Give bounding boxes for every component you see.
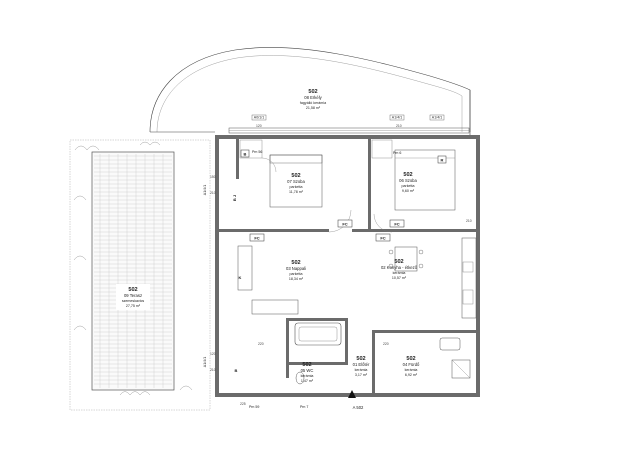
section-label: A 502 bbox=[353, 405, 364, 410]
dimension-label: 120 bbox=[210, 352, 216, 356]
svg-text:502: 502 bbox=[308, 89, 317, 95]
window-tag-3: A1/4/1 bbox=[432, 116, 442, 120]
tag-fc: FC bbox=[342, 221, 347, 226]
dimension-label: 225 bbox=[240, 402, 246, 406]
svg-text:05 WC: 05 WC bbox=[301, 368, 314, 373]
room-label-konyha: 502 02 Konyha - étkező kerámia 10,57 m² bbox=[381, 259, 418, 280]
svg-text:502: 502 bbox=[403, 172, 412, 178]
interior-walls bbox=[219, 139, 476, 393]
window-markers: A0/1/1 A1/4/1 A1/4/1 A1/4/1 A1/4/1 bbox=[203, 114, 445, 367]
room-labels: 502 08 Erkély fagyálló kerámia 21,58 m² … bbox=[116, 89, 420, 383]
svg-text:03 Nappali: 03 Nappali bbox=[286, 266, 306, 271]
svg-text:3,17 m²: 3,17 m² bbox=[355, 373, 368, 377]
svg-text:01 Előtér: 01 Előtér bbox=[353, 362, 370, 367]
tag-bb: B bbox=[235, 368, 238, 373]
svg-text:502: 502 bbox=[406, 356, 415, 362]
furniture bbox=[237, 139, 477, 385]
tag-pm56: Pm 56 bbox=[252, 150, 262, 154]
room-label-wc: 502 05 WC kerámia 1,47 m² bbox=[301, 362, 314, 383]
balcony-outline bbox=[149, 47, 471, 135]
svg-text:08 Erkély: 08 Erkély bbox=[304, 95, 322, 100]
tag-pm59: Pm 59 bbox=[249, 405, 259, 409]
svg-text:10,57 m²: 10,57 m² bbox=[392, 276, 407, 280]
svg-text:parketta: parketta bbox=[290, 185, 303, 189]
room-label-szoba6: 502 06 Szoba parketta 9,60 m² bbox=[399, 172, 417, 193]
svg-text:18,34 m²: 18,34 m² bbox=[289, 277, 304, 281]
dimension-label: 220 bbox=[383, 342, 389, 346]
svg-text:21,58 m²: 21,58 m² bbox=[306, 106, 321, 110]
room-label-szoba7: 502 07 Szoba parketta 11,78 m² bbox=[287, 173, 305, 194]
tag-bj: B J bbox=[232, 195, 237, 201]
window-tag-1: A0/1/1 bbox=[254, 116, 264, 120]
dimension-label: 150 bbox=[210, 175, 216, 179]
dimension-label: 210 bbox=[210, 191, 216, 195]
svg-text:09 Terasz: 09 Terasz bbox=[124, 293, 142, 298]
room-label-furdo: 502 04 Fürdő kerámia 6,92 m² bbox=[403, 356, 420, 377]
terrace-area bbox=[69, 139, 211, 411]
dimension-label: 220 bbox=[258, 342, 264, 346]
window-tag-5: A1/4/1 bbox=[203, 357, 207, 367]
svg-text:502: 502 bbox=[302, 362, 311, 368]
svg-text:502: 502 bbox=[291, 173, 300, 179]
window-tag-2: A1/4/1 bbox=[392, 116, 402, 120]
section-arrow-icon bbox=[348, 390, 356, 398]
outer-walls bbox=[215, 127, 480, 397]
window-tag-4: A1/4/1 bbox=[203, 185, 207, 195]
dimension-label: 210 bbox=[466, 219, 472, 223]
tags: B R B J K B FC FC FC FC Pm 56 Pm 6 Pm 59… bbox=[232, 149, 447, 410]
svg-text:502: 502 bbox=[356, 356, 365, 362]
svg-text:9,60 m²: 9,60 m² bbox=[402, 189, 415, 193]
tag-fc: FC bbox=[394, 221, 399, 226]
svg-text:parketta: parketta bbox=[290, 272, 303, 276]
svg-text:27,75 m²: 27,75 m² bbox=[126, 304, 141, 308]
tag-pm6: Pm 6 bbox=[393, 151, 401, 155]
svg-text:502: 502 bbox=[394, 259, 403, 265]
tag-r: R bbox=[441, 157, 444, 162]
svg-text:kerámia: kerámia bbox=[355, 368, 368, 372]
svg-text:kerámia: kerámia bbox=[301, 374, 314, 378]
svg-text:02 Konyha - étkező: 02 Konyha - étkező bbox=[381, 265, 418, 270]
tag-pm7: Pm 7 bbox=[300, 405, 308, 409]
svg-text:szemeskavics: szemeskavics bbox=[122, 299, 145, 303]
terrace-hatch bbox=[94, 154, 172, 388]
svg-text:1,47 m²: 1,47 m² bbox=[301, 379, 314, 383]
svg-text:parketta: parketta bbox=[402, 184, 415, 188]
tag-fc: FC bbox=[254, 235, 259, 240]
svg-text:04 Fürdő: 04 Fürdő bbox=[403, 362, 420, 367]
dimensions: 150 210 120 210 120 210 220 225 220 210 bbox=[210, 124, 472, 406]
svg-text:07 Szoba: 07 Szoba bbox=[287, 179, 305, 184]
svg-text:6,92 m²: 6,92 m² bbox=[405, 373, 418, 377]
svg-text:11,78 m²: 11,78 m² bbox=[289, 190, 304, 194]
dimension-label: 120 bbox=[256, 124, 262, 128]
room-label-eloter: 502 01 Előtér kerámia 3,17 m² bbox=[353, 356, 370, 377]
dimension-label: 210 bbox=[396, 124, 402, 128]
svg-text:fagyálló kerámia: fagyálló kerámia bbox=[300, 101, 326, 105]
svg-text:kerámia: kerámia bbox=[393, 271, 406, 275]
room-label-nappali: 502 03 Nappali parketta 18,34 m² bbox=[286, 260, 306, 281]
tag-fc: FC bbox=[380, 235, 385, 240]
room-label-terasz: 502 09 Terasz szemeskavics 27,75 m² bbox=[116, 284, 150, 310]
room-label-erkely: 502 08 Erkély fagyálló kerámia 21,58 m² bbox=[300, 89, 326, 110]
tag-k: K bbox=[239, 275, 242, 280]
dimension-label: 210 bbox=[210, 368, 216, 372]
svg-text:kerámia: kerámia bbox=[405, 368, 418, 372]
svg-text:502: 502 bbox=[128, 287, 137, 293]
svg-text:06 Szoba: 06 Szoba bbox=[399, 178, 417, 183]
svg-text:502: 502 bbox=[291, 260, 300, 266]
tag-b: B bbox=[244, 151, 247, 156]
